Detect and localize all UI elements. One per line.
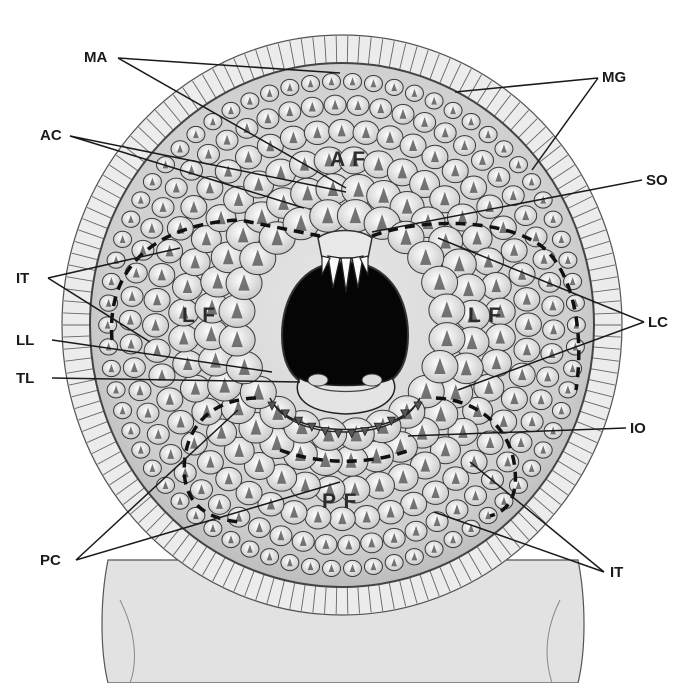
label-it-left: IT xyxy=(16,270,29,287)
label-so: SO xyxy=(646,172,668,189)
label-pc: PC xyxy=(40,552,61,569)
label-lc: LC xyxy=(648,314,668,331)
label-ac: AC xyxy=(40,127,62,144)
field-label-lf-left: L F xyxy=(182,304,216,327)
field-label-lf-right: L F xyxy=(468,304,502,327)
label-ma: MA xyxy=(84,49,107,66)
field-label-af: A F xyxy=(330,148,366,171)
label-ll: LL xyxy=(16,332,34,349)
label-it-right: IT xyxy=(610,564,623,581)
field-label-pf: P F xyxy=(322,490,357,513)
label-tl: TL xyxy=(16,370,34,387)
label-io: IO xyxy=(630,420,646,437)
label-mg: MG xyxy=(602,69,626,86)
